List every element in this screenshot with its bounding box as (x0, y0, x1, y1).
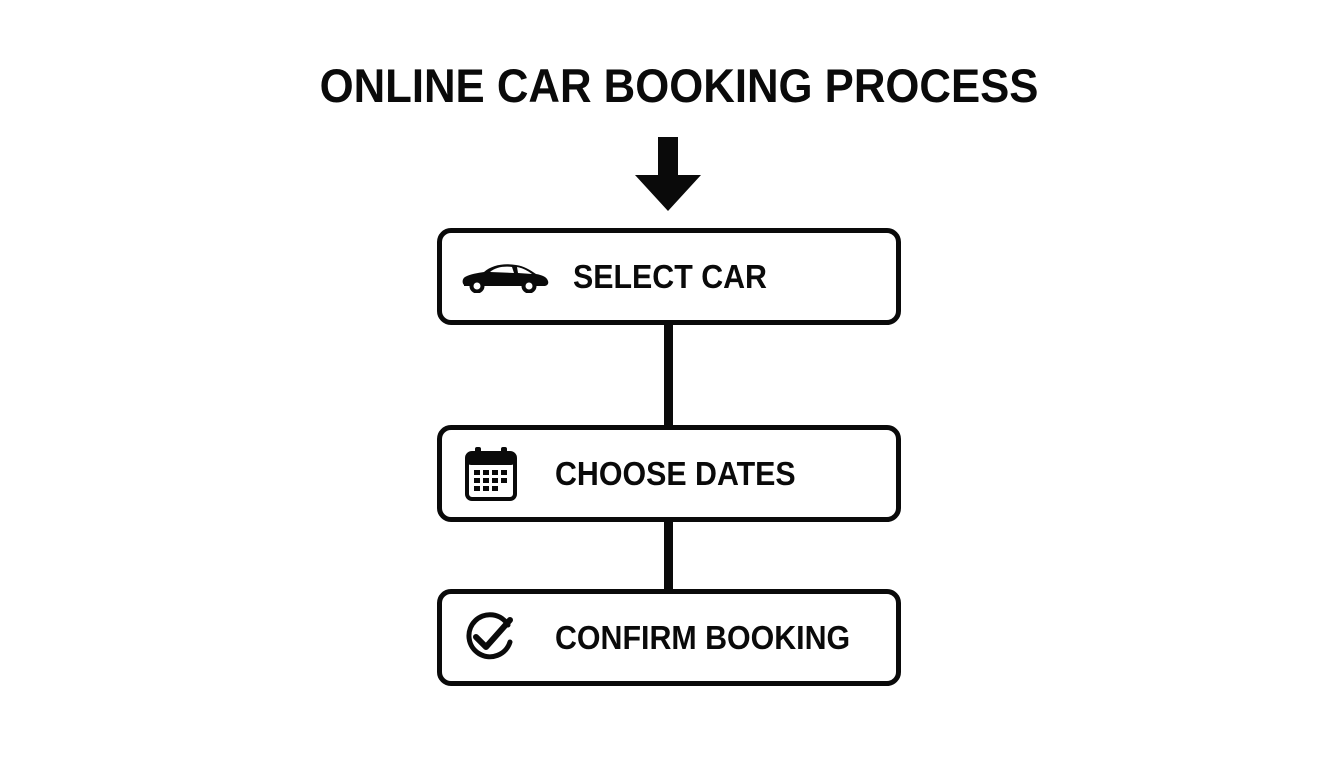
check-circle-icon (466, 611, 513, 659)
connector-line (664, 318, 673, 430)
diagram-title: ONLINE CAR BOOKING PROCESS (319, 59, 1039, 112)
step-select-car: SELECT CAR (437, 228, 901, 325)
down-arrow-icon (635, 137, 701, 211)
car-icon (462, 263, 549, 293)
step-label: SELECT CAR (573, 257, 767, 295)
step-label: CHOOSE DATES (555, 454, 796, 492)
connector-line (664, 515, 673, 594)
step-label: CONFIRM BOOKING (555, 618, 851, 656)
calendar-icon (465, 446, 517, 501)
step-choose-dates: CHOOSE DATES (437, 425, 901, 522)
step-confirm-booking: CONFIRM BOOKING (437, 589, 901, 686)
